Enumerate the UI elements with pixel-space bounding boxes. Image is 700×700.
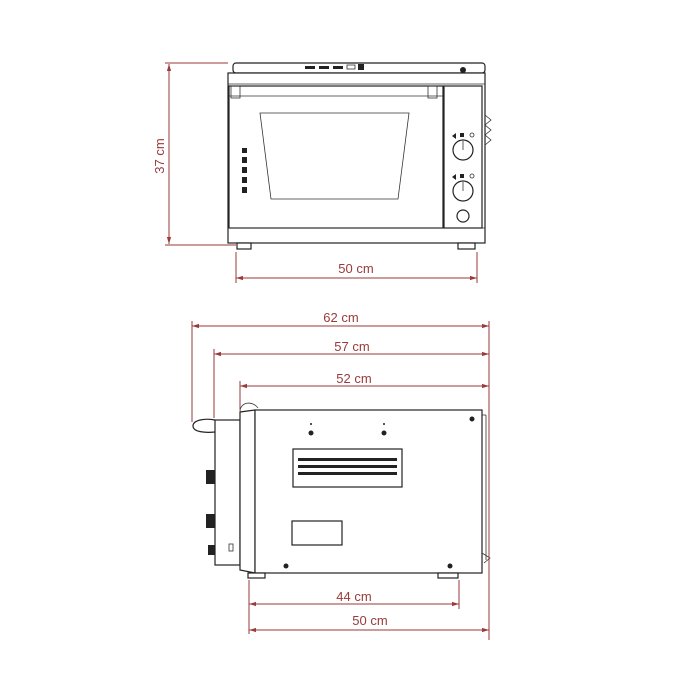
depth-57-label: 57 cm	[334, 339, 369, 354]
door-side	[239, 409, 256, 574]
door-handle	[192, 418, 216, 433]
foot-front-side	[247, 572, 266, 579]
hinge-left	[230, 85, 241, 99]
dimension-width-50-front: 50 cm	[235, 252, 478, 283]
rating-label-plate	[291, 520, 343, 546]
feet-44-label: 44 cm	[336, 589, 371, 604]
depth-62-label: 62 cm	[323, 310, 358, 325]
dimension-depth-62: 62 cm	[191, 310, 490, 640]
dimension-height-37: 37 cm	[152, 62, 236, 246]
button-side	[208, 545, 215, 555]
pizza-logo-vertical	[242, 148, 247, 193]
dimension-feet-44: 44 cm	[248, 580, 460, 634]
knob-side-1	[206, 470, 215, 484]
base-50-label: 50 cm	[352, 613, 387, 628]
door-window	[259, 112, 410, 200]
vent-grille	[292, 448, 403, 488]
foot-left	[236, 242, 252, 250]
side-view	[192, 402, 491, 579]
oven-side-panel	[254, 409, 483, 574]
dimension-depth-52: 52 cm	[239, 371, 489, 410]
hinge-right	[427, 85, 438, 99]
front-view	[227, 62, 492, 250]
foot-rear-side	[437, 572, 459, 579]
dimension-depth-57: 57 cm	[213, 339, 489, 418]
control-panel-side	[214, 419, 241, 566]
brand-logo	[305, 64, 364, 70]
temperature-knob	[452, 132, 475, 161]
timer-knob	[452, 173, 475, 202]
top-knob	[460, 67, 466, 73]
height-label: 37 cm	[152, 138, 167, 173]
knob-side-2	[206, 514, 215, 528]
dimension-base-50: 50 cm	[249, 613, 489, 633]
power-button	[456, 209, 470, 223]
foot-right	[457, 242, 476, 250]
oven-door	[228, 85, 444, 229]
depth-52-label: 52 cm	[336, 371, 371, 386]
side-fins	[484, 114, 492, 146]
width-label: 50 cm	[338, 261, 373, 276]
